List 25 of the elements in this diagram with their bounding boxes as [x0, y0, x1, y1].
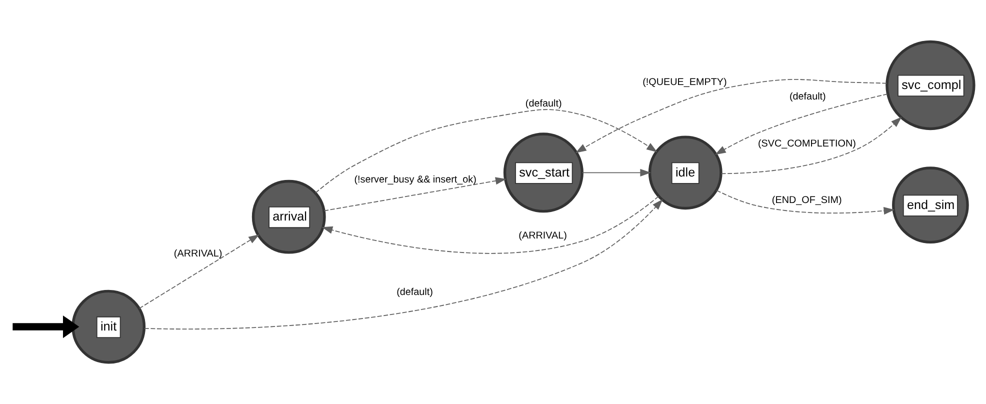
edge-label: (!server_busy && insert_ok) — [354, 174, 476, 186]
arrow — [324, 177, 506, 212]
node-circle: svc_start — [503, 132, 584, 213]
arrow — [716, 190, 895, 215]
arrow — [322, 196, 659, 254]
edge-label: (SVC_COMPLETION) — [758, 138, 856, 150]
edge-label: (ARRIVAL) — [174, 248, 222, 260]
arrow — [575, 79, 888, 153]
node-circle: init — [72, 290, 146, 364]
edge-label: (default) — [396, 287, 433, 298]
node-circle: svc_compl — [886, 40, 976, 130]
edge-label: (default) — [789, 91, 826, 102]
arrow — [315, 109, 658, 194]
node-circle: arrival — [252, 180, 326, 254]
arrow — [12, 315, 80, 338]
node-circle: end_sim — [892, 166, 969, 244]
edge-label: (ARRIVAL) — [518, 230, 567, 242]
arrow — [582, 168, 652, 176]
arrow — [715, 94, 888, 155]
arrow — [138, 234, 260, 309]
arrow — [144, 199, 663, 330]
arrow — [720, 116, 902, 174]
edge-label: (END_OF_SIM) — [772, 195, 842, 206]
edge-label: (!QUEUE_EMPTY) — [642, 77, 727, 88]
edge-label: (default) — [525, 98, 562, 110]
